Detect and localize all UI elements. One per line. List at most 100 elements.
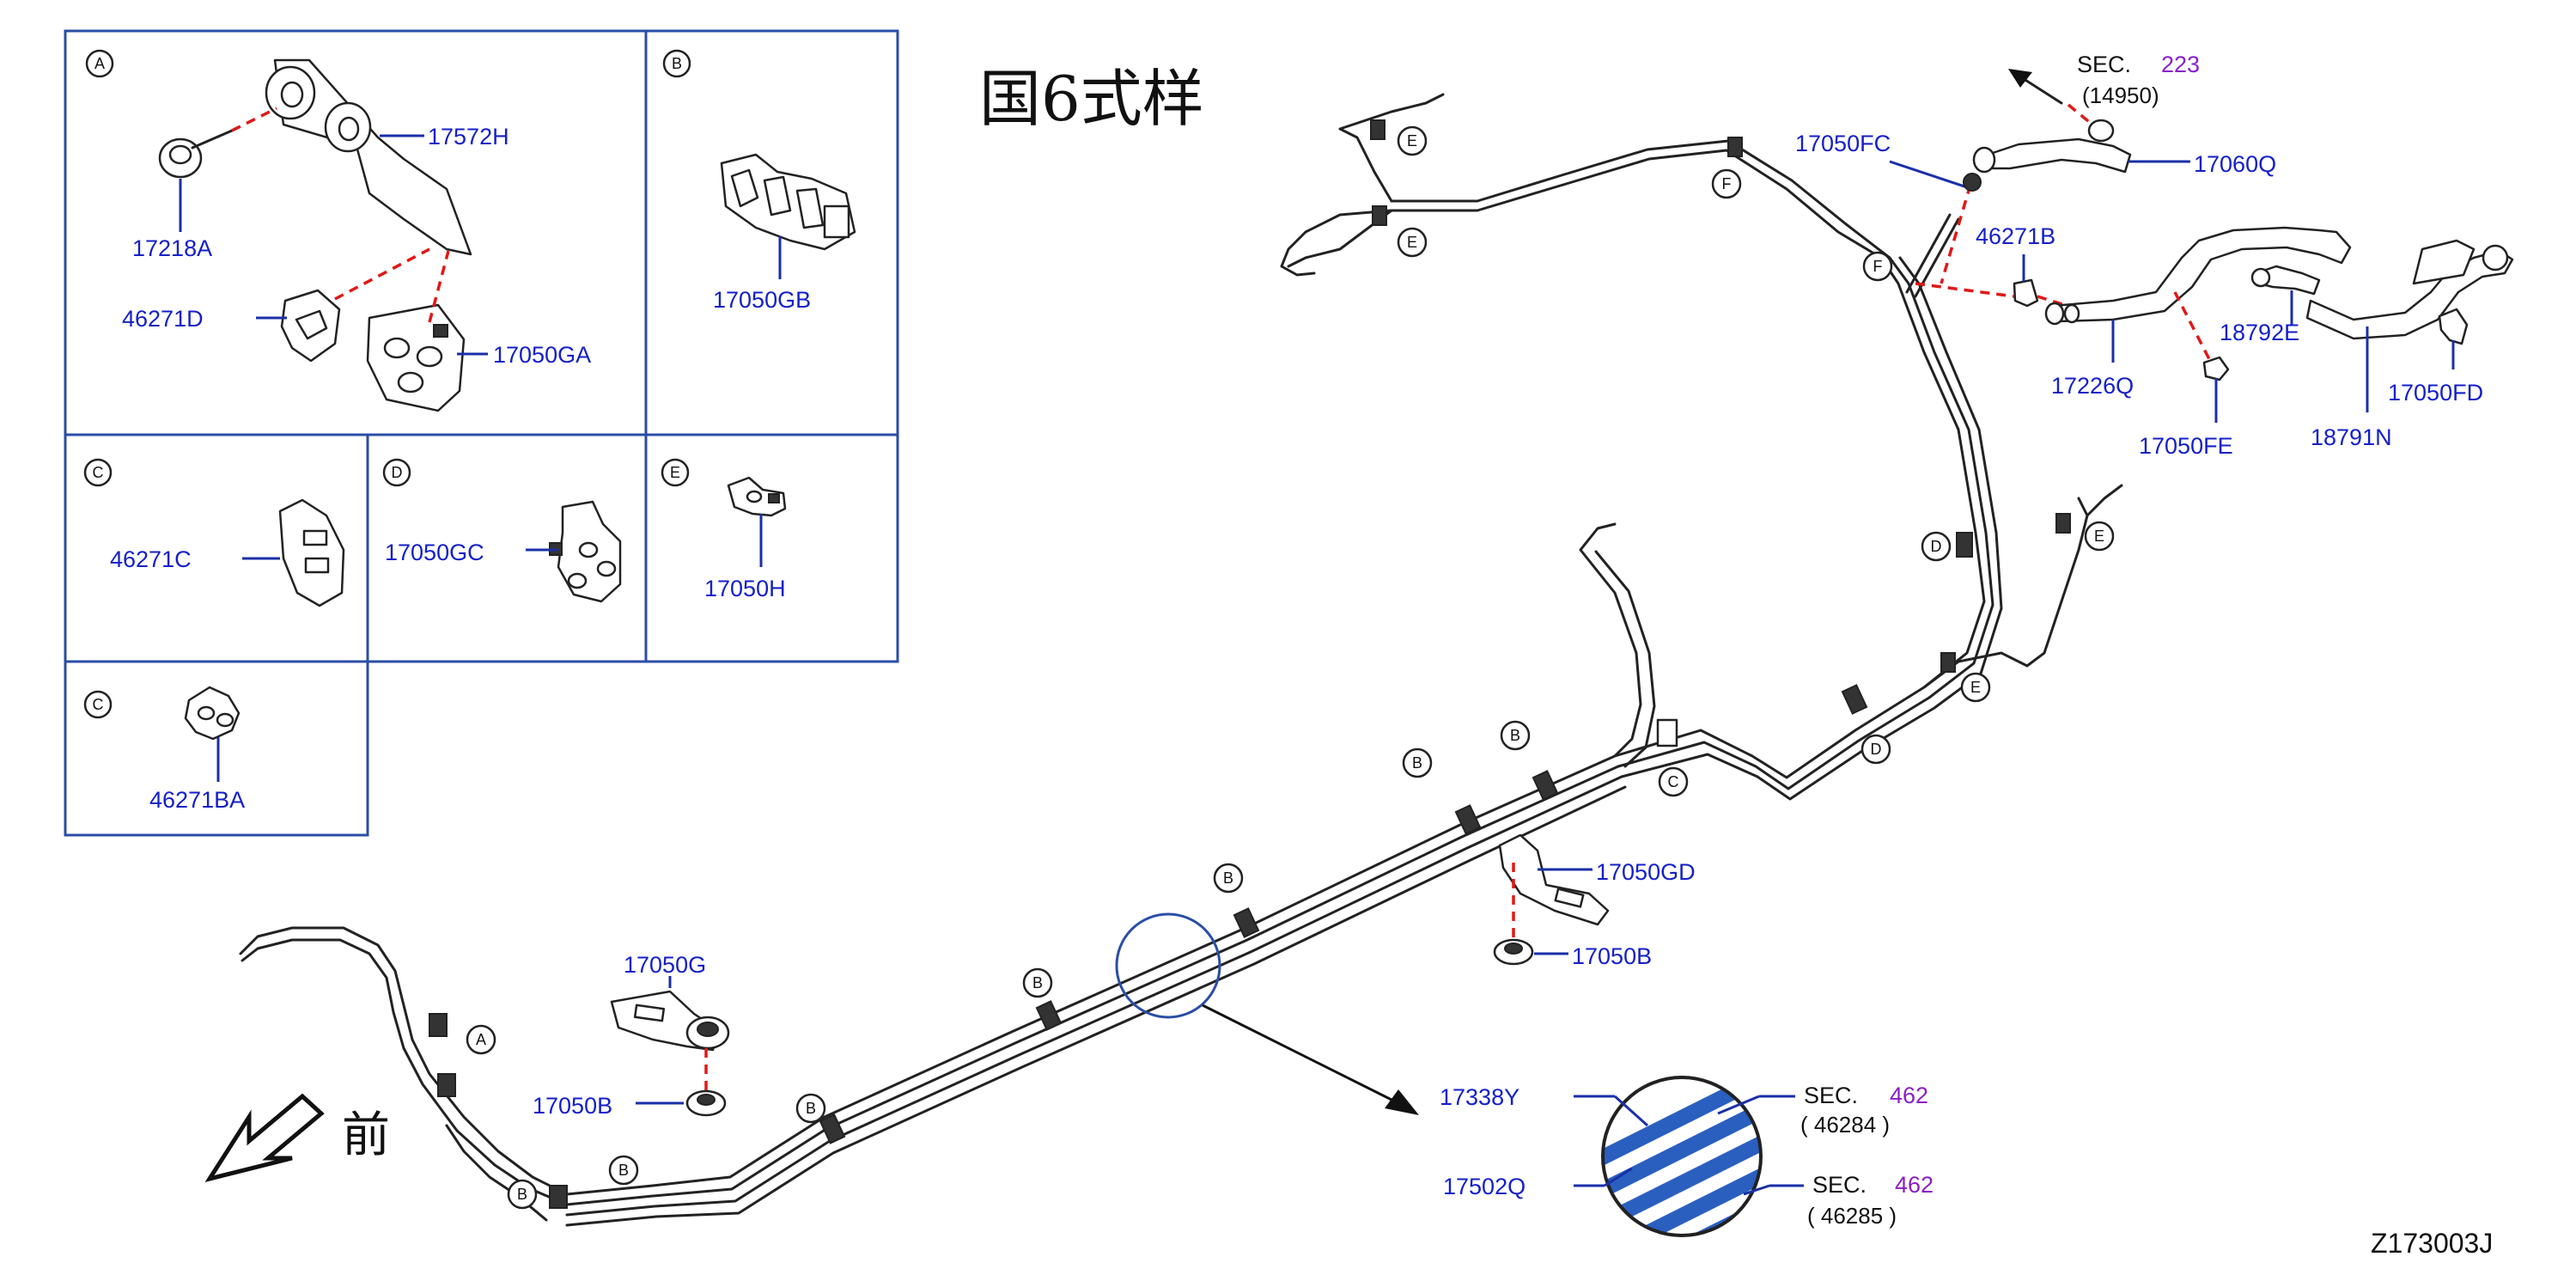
panel-b-parts: 17050GB [713, 153, 856, 313]
clip-17050h-illustration[interactable] [727, 476, 787, 517]
svg-text:D: D [392, 464, 403, 481]
clip-marker [1372, 205, 1387, 226]
callout-c: C [1658, 766, 1689, 797]
dash-17050fe [2173, 291, 2211, 360]
drawing-code: Z173003J [2371, 1228, 2493, 1259]
label-18792e[interactable]: 18792E [2220, 320, 2299, 345]
clip-46271d-illustration[interactable] [280, 289, 341, 363]
clip-marker [1727, 137, 1743, 157]
clip-17050fe-illustration[interactable] [2202, 356, 2230, 381]
label-17502q[interactable]: 17502Q [1443, 1174, 1526, 1199]
clip-17050fd-illustration[interactable] [2438, 308, 2469, 345]
label-17338y[interactable]: 17338Y [1440, 1084, 1519, 1110]
dash-bolt-to-bracket [231, 107, 277, 132]
svg-text:E: E [1407, 132, 1417, 149]
svg-text:B: B [618, 1162, 629, 1179]
label-46271ba[interactable]: 46271BA [149, 787, 245, 813]
label-17050b-lower[interactable]: 17050B [533, 1093, 612, 1119]
panel-letter-e: E [661, 458, 690, 487]
sec-462-top-sub: ( 46284 ) [1800, 1112, 1890, 1138]
label-46271d[interactable]: 46271D [122, 306, 204, 332]
label-17050gd[interactable]: 17050GD [1596, 859, 1696, 885]
svg-text:D: D [1871, 741, 1882, 758]
nut-17050b-lower-illustration[interactable] [685, 1089, 727, 1117]
label-17050g[interactable]: 17050G [624, 952, 706, 978]
label-18791n[interactable]: 18791N [2311, 424, 2392, 450]
callout-b: B [1022, 967, 1053, 998]
svg-text:A: A [476, 1031, 486, 1048]
sec-462-bottom-label: SEC. [1812, 1172, 1867, 1198]
svg-text:B: B [672, 55, 682, 72]
label-17218a[interactable]: 17218A [132, 235, 212, 261]
label-17060q[interactable]: 17060Q [2194, 151, 2276, 177]
clip-17050fc-illustration[interactable] [1963, 173, 1982, 192]
callout-b: B [1500, 720, 1531, 751]
label-17050gb[interactable]: 17050GB [713, 287, 811, 313]
leader-sec-462-top [1717, 1095, 1760, 1115]
label-17226q[interactable]: 17226Q [2051, 373, 2134, 399]
dash-17050ga-to-bracket [428, 250, 450, 323]
svg-text:B: B [1510, 727, 1520, 744]
callout-a: A [466, 1024, 496, 1055]
sec-462-bottom-sub: ( 46285 ) [1807, 1203, 1897, 1229]
hose-18791n-illustration[interactable] [2305, 239, 2514, 340]
panel-e-border [644, 433, 899, 663]
label-46271b[interactable]: 46271B [1976, 223, 2055, 249]
top-right-parts: SEC. 223 (14950) 17060Q 17050FC 46271B [1795, 52, 2514, 459]
label-17050fc[interactable]: 17050FC [1795, 131, 1891, 156]
svg-text:B: B [1032, 974, 1043, 991]
sec-462-bottom-number[interactable]: 462 [1895, 1172, 1934, 1198]
bracket-17050g-illustration[interactable] [610, 990, 730, 1052]
hose-18792e-illustration[interactable] [2250, 265, 2321, 296]
dash-46271d-to-bracket [334, 247, 430, 301]
panel-a-parts: 17572H 17218A 46271D 17050GA [122, 58, 591, 412]
svg-text:E: E [1407, 234, 1417, 251]
zoom-detail: 17338Y 17502Q SEC. 462 ( 46284 ) SEC. 46… [1115, 912, 1934, 1237]
callout-e: E [1397, 125, 1428, 156]
diagram-title: 国6式样 [979, 63, 1204, 135]
clip-17050ga-illustration[interactable] [366, 303, 466, 412]
callout-b: B [1213, 863, 1244, 894]
callout-f: F [1711, 168, 1742, 199]
panel-letter-c: C [83, 458, 113, 487]
zoom-source-circle [1115, 912, 1221, 1019]
sec-223-sub: (14950) [2082, 82, 2159, 108]
clip-17050gb-illustration[interactable] [720, 153, 856, 251]
hose-17060q-illustration[interactable] [1972, 119, 2132, 174]
label-17050fe[interactable]: 17050FE [2139, 433, 2233, 459]
clip-46271b-illustration[interactable] [2013, 278, 2039, 308]
label-17050h[interactable]: 17050H [704, 576, 786, 601]
hose-17226q-illustration[interactable] [2044, 226, 2352, 326]
clip-marker [1370, 119, 1385, 140]
callout-e: E [1397, 227, 1428, 258]
sec-462-top-label: SEC. [1804, 1083, 1858, 1108]
clip-17050gc-illustration[interactable] [549, 500, 622, 603]
label-46271c[interactable]: 46271C [110, 546, 192, 572]
dash-sec-223 [2067, 103, 2099, 131]
clip-46271c-illustration[interactable] [278, 498, 345, 607]
label-17050ga[interactable]: 17050GA [493, 342, 591, 368]
label-17050fd[interactable]: 17050FD [2388, 380, 2483, 406]
sec-462-top-number[interactable]: 462 [1890, 1083, 1928, 1108]
nut-17050b-upper-illustration[interactable] [1493, 938, 1534, 966]
label-17572h[interactable]: 17572H [428, 124, 509, 149]
bracket-17572h-illustration[interactable] [265, 58, 472, 256]
svg-text:F: F [1873, 258, 1883, 275]
sec-223-number[interactable]: 223 [2161, 52, 2200, 77]
leader-17338y-b [1613, 1095, 1649, 1127]
callout-d: D [1921, 531, 1952, 562]
bolt-17218a-illustration[interactable] [158, 129, 234, 179]
zoom-detail-circle [1601, 1076, 1763, 1237]
clip-46271ba-illustration[interactable] [184, 686, 241, 741]
label-17050gc[interactable]: 17050GC [385, 540, 484, 565]
panel-c2-parts: 46271BA [149, 686, 245, 813]
clip-marker [429, 1013, 448, 1037]
front-arrow-icon [204, 1093, 325, 1182]
bracket-17050gd-illustration[interactable] [1498, 833, 1610, 926]
clip-marker [549, 1185, 568, 1209]
pipe-callouts: A B B B B B B B C D D E E E E F F [466, 125, 2115, 1210]
clip-marker [437, 1073, 456, 1097]
label-17050b-upper[interactable]: 17050B [1572, 943, 1652, 969]
callout-b: B [507, 1179, 538, 1210]
callout-b: B [608, 1155, 639, 1186]
